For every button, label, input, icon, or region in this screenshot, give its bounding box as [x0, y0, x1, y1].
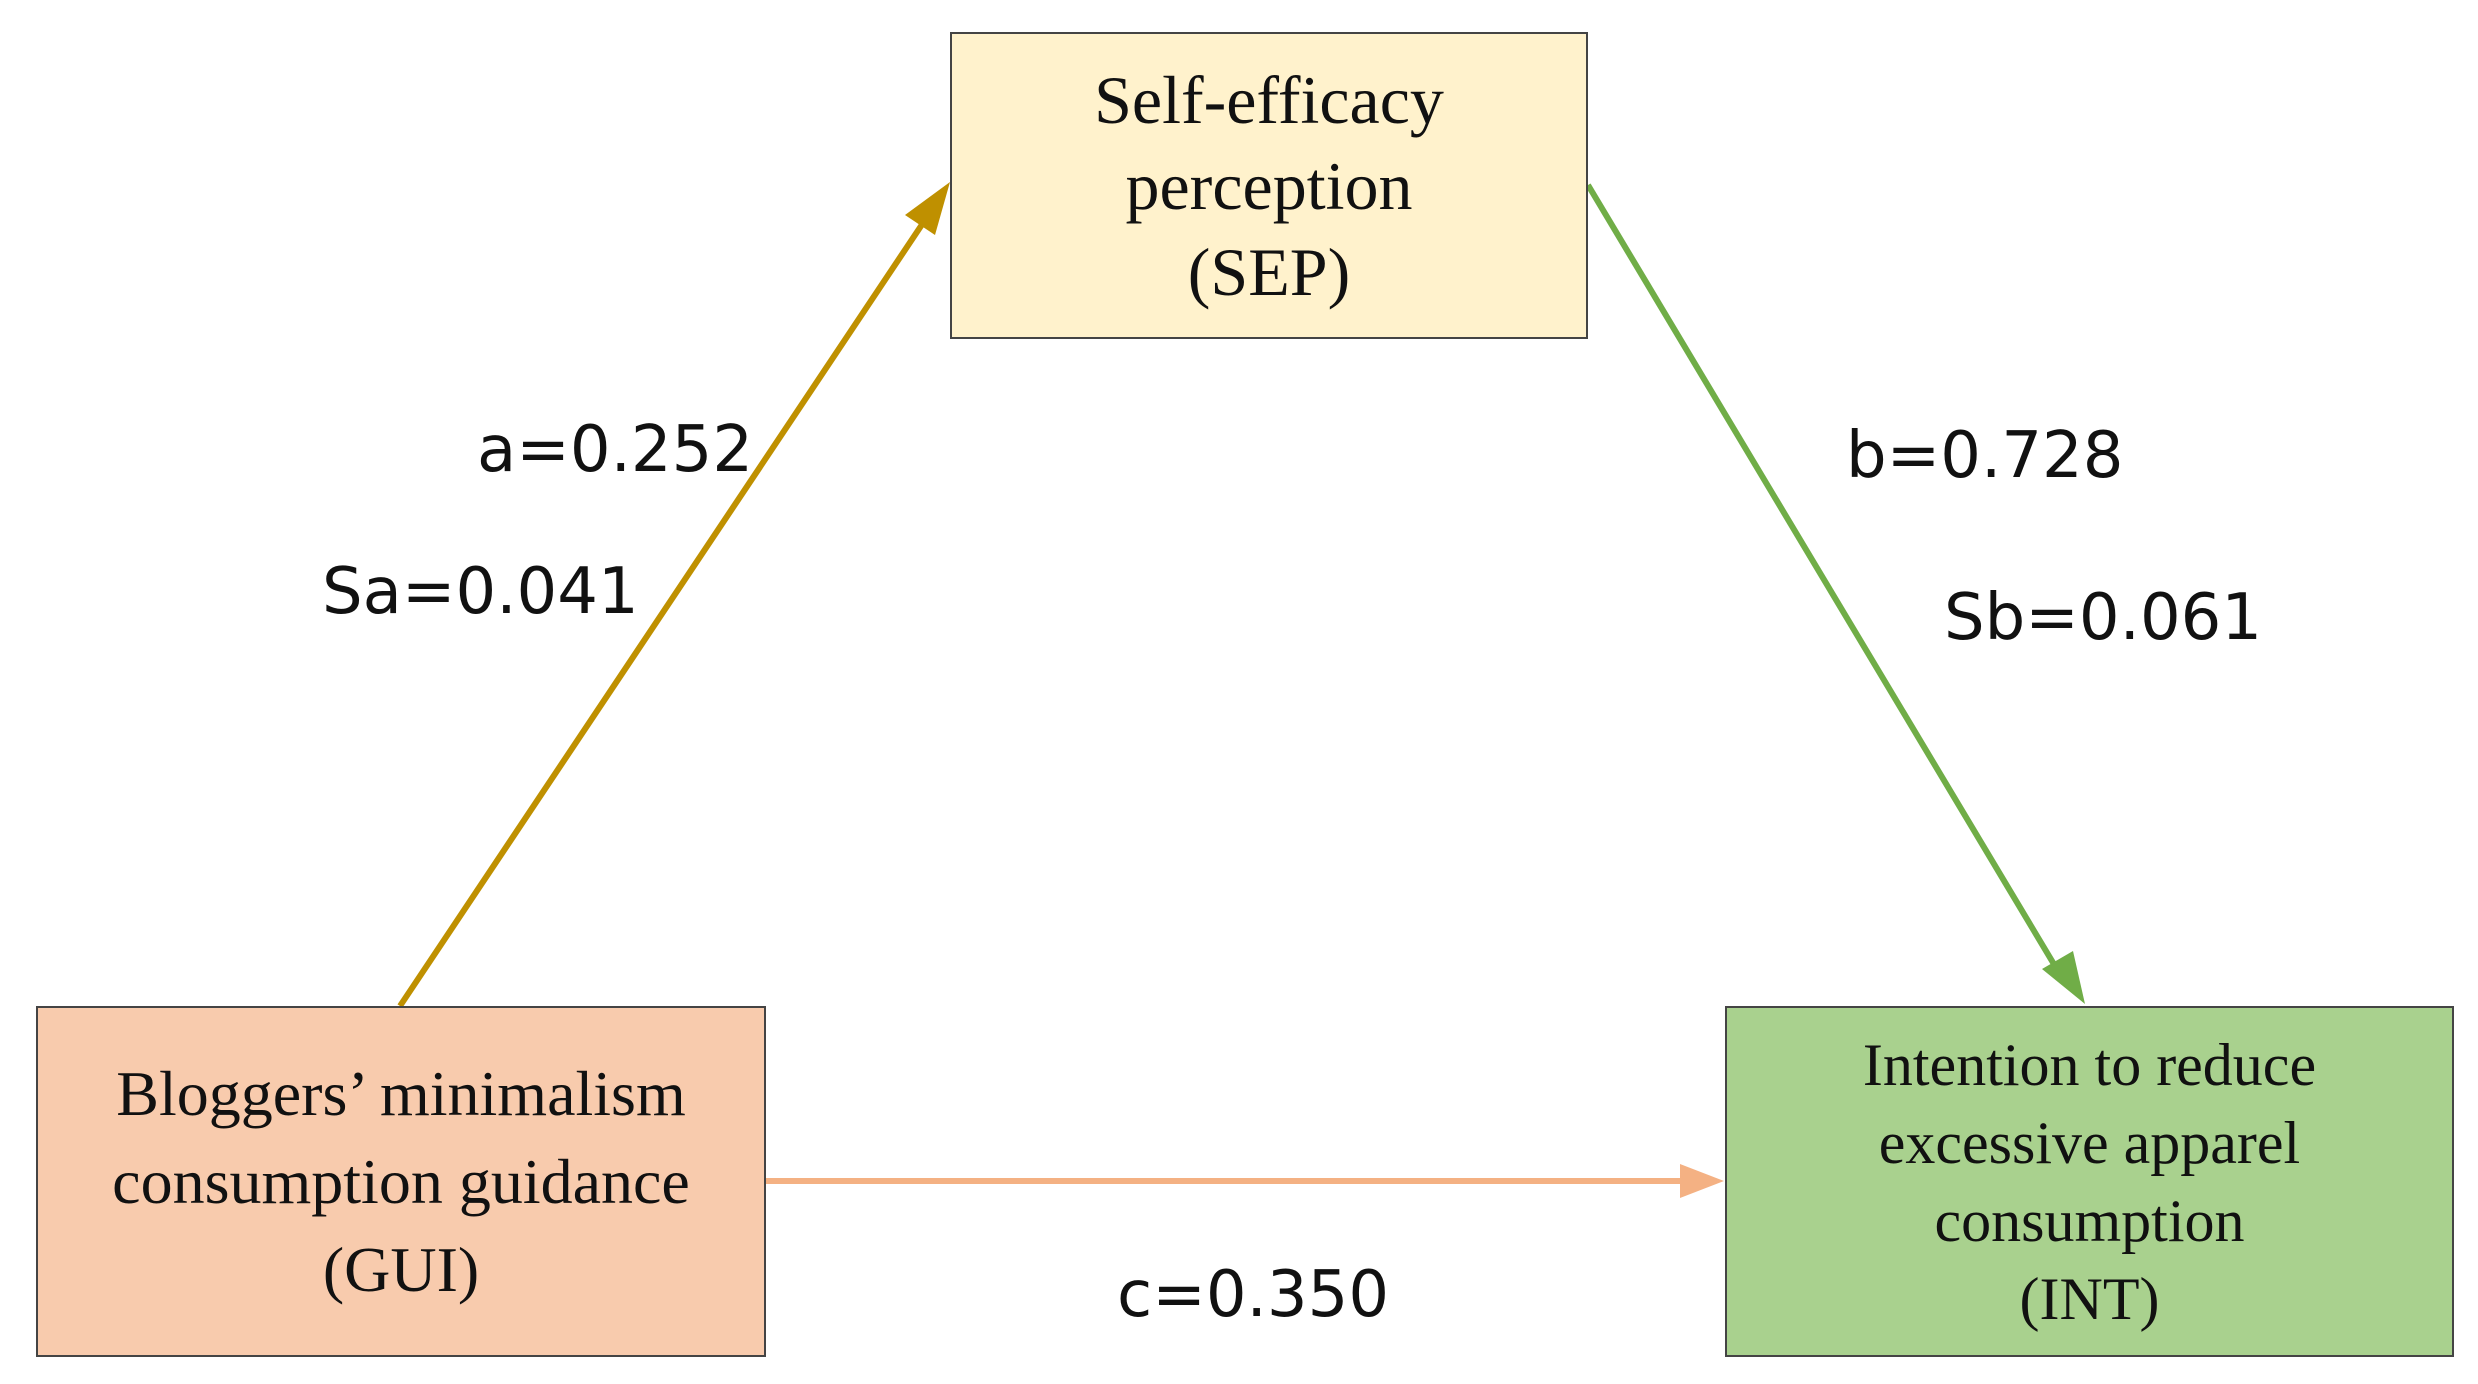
sep-line-3: (SEP): [1187, 233, 1351, 310]
edge-sep-to-int: [1585, 183, 2058, 968]
gui-line-2: consumption guidance: [112, 1145, 690, 1217]
edge-gui-to-sep: [397, 218, 928, 1008]
gui-line-1: Bloggers’ minimalism: [116, 1057, 686, 1129]
int-node: Intention to reduce excessive apparel co…: [1725, 1006, 2454, 1357]
int-line-3: consumption: [1934, 1187, 2245, 1254]
arrowhead-gui-to-sep: [905, 182, 950, 235]
coefficient-c-label: c=0.350: [1117, 1258, 1390, 1332]
gui-line-3: (GUI): [322, 1233, 480, 1305]
int-line-2: excessive apparel: [1878, 1109, 2301, 1176]
coefficient-a-label: a=0.252: [477, 413, 754, 487]
int-line-4: (INT): [2019, 1265, 2160, 1332]
std-error-a-label: Sa=0.041: [322, 555, 639, 629]
coefficient-b-label: b=0.728: [1846, 419, 2124, 493]
sep-node: Self-efficacy perception (SEP): [950, 32, 1588, 339]
std-error-b-label: Sb=0.061: [1944, 581, 2263, 655]
sep-line-2: perception: [1125, 147, 1413, 224]
int-line-1: Intention to reduce: [1862, 1031, 2317, 1098]
arrowhead-sep-to-int: [2042, 951, 2085, 1004]
gui-node: Bloggers’ minimalism consumption guidanc…: [36, 1006, 766, 1357]
sep-line-1: Self-efficacy: [1094, 61, 1444, 138]
arrowhead-gui-to-int: [1680, 1164, 1724, 1198]
